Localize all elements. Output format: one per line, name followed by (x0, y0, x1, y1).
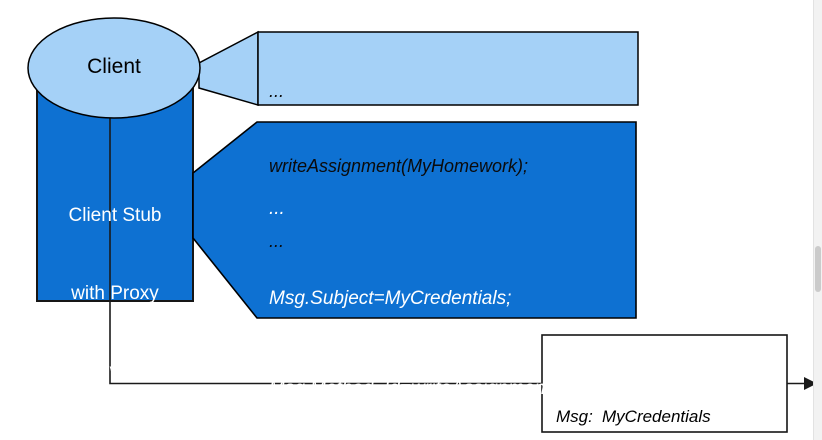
message-value: MyCredentials (602, 407, 711, 426)
code-line: Msg.Method_Id=writeAssignment_Id; (269, 378, 583, 399)
code-line: writeAssignment(MyHomework); (269, 156, 529, 176)
client-code-callout-pointer (198, 30, 259, 106)
client-code-callout-text: ... writeAssignment(MyHomework); ... (269, 29, 528, 304)
message-box (541, 334, 788, 433)
message-row: Msg: MyCredentials (556, 403, 750, 431)
client-stub-label-line: with Proxy (71, 283, 159, 304)
client-ellipse (27, 17, 201, 119)
client-code-callout-box (257, 31, 639, 106)
scrollbar-thumb[interactable] (815, 246, 821, 292)
stub-code-callout-text: ... Msg.Subject=MyCredentials; Msg.Metho… (269, 134, 582, 440)
client-stub-label-line: Client Stub (68, 205, 162, 226)
client-stub-label-line: (here without (60, 361, 170, 382)
message-box-text: Msg: MyCredentials writeAssignment_Id My… (556, 347, 750, 440)
client-stub-label: Client Stub with Proxy (here without PEP… (37, 151, 193, 440)
vertical-scrollbar[interactable] (813, 0, 822, 440)
stub-code-callout-shape (192, 121, 637, 319)
code-line: Msg.Subject=MyCredentials; (269, 288, 512, 309)
code-line: ... (269, 198, 285, 219)
code-line: ... (269, 81, 285, 101)
code-line: ... (269, 231, 285, 251)
lifeline-connector (109, 112, 542, 385)
arrowhead-icon (804, 377, 817, 390)
message-label: Msg: (556, 407, 593, 426)
client-label: Client (87, 55, 141, 78)
